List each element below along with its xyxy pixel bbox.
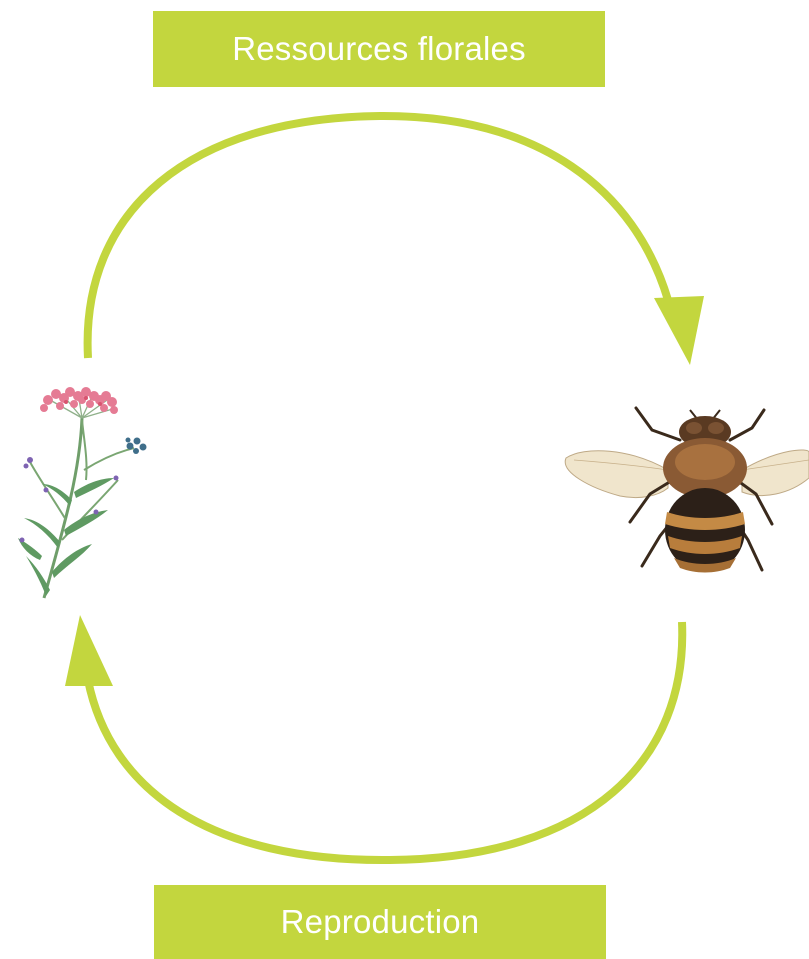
label-bottom: Reproduction bbox=[154, 885, 606, 959]
plant-illustration bbox=[18, 387, 147, 598]
arrow-arc-bottom bbox=[88, 622, 682, 860]
arrowhead-top bbox=[654, 296, 704, 365]
arrowhead-bottom bbox=[65, 615, 113, 686]
arrow-arc-top bbox=[88, 116, 668, 358]
label-bottom-text: Reproduction bbox=[281, 903, 480, 941]
fly-illustration bbox=[565, 408, 809, 573]
label-top-text: Ressources florales bbox=[232, 30, 526, 68]
label-top: Ressources florales bbox=[153, 11, 605, 87]
